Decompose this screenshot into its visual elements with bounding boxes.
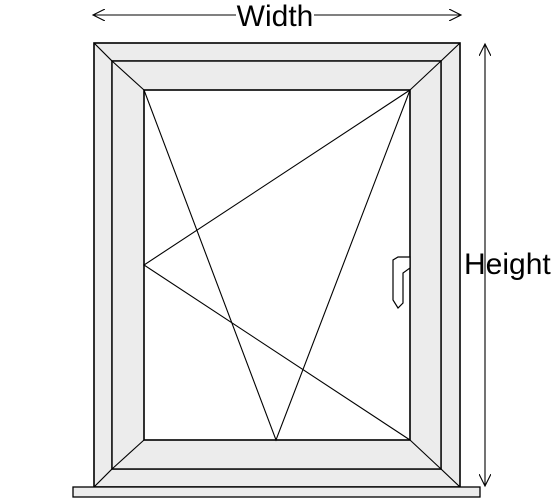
- mitre-top-left: [93, 42, 113, 62]
- mitre-top-right: [440, 42, 461, 62]
- width-label: Width: [237, 0, 314, 33]
- window-handle: [392, 256, 411, 309]
- opening-indicators: [142, 89, 411, 442]
- height-label: Height: [464, 248, 551, 281]
- window-sill: [72, 486, 481, 498]
- glass-pane: [143, 89, 411, 441]
- window-sash: [111, 60, 442, 470]
- sash-mitre-top-left: [111, 60, 145, 91]
- turn-indicator-lines: [142, 89, 411, 441]
- sash-mitre-top-right: [409, 60, 442, 91]
- sash-mitre-bottom-left: [111, 439, 145, 470]
- handle-icon: [392, 256, 411, 309]
- mitre-bottom-right: [440, 468, 461, 488]
- width-dimension: Width: [93, 0, 461, 33]
- mitre-bottom-left: [93, 468, 113, 488]
- height-dimension: Height: [464, 44, 551, 486]
- sash-mitre-bottom-right: [409, 439, 442, 470]
- tilt-indicator-lines: [143, 89, 411, 442]
